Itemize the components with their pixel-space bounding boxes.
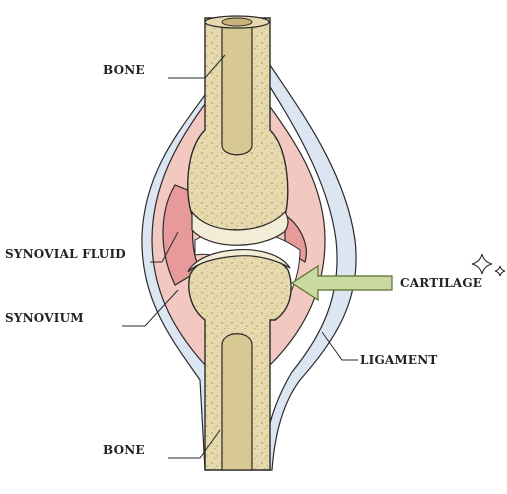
marrow-upper [221,17,253,156]
cartilage-upper [191,210,289,246]
cartilage-arrow [290,264,393,302]
leader-synovial-fluid [150,231,179,263]
leader-bone-bottom [168,429,221,459]
leader-bone-top [168,54,226,79]
leader-ligament [321,331,358,361]
label-synovium: SYNOVIUM [5,311,84,325]
label-synovial-fluid: SYNOVIAL FLUID [5,247,126,261]
label-bone-bottom: BONE [103,443,145,457]
label-cartilage: CARTILAGE [400,276,482,290]
label-ligament: LIGAMENT [360,353,438,367]
leader-synovium [122,289,179,327]
sparkle-icon [471,253,506,277]
marrow-lower [221,333,253,471]
label-bone-top: BONE [103,63,145,77]
cartilage-lower [187,249,291,273]
